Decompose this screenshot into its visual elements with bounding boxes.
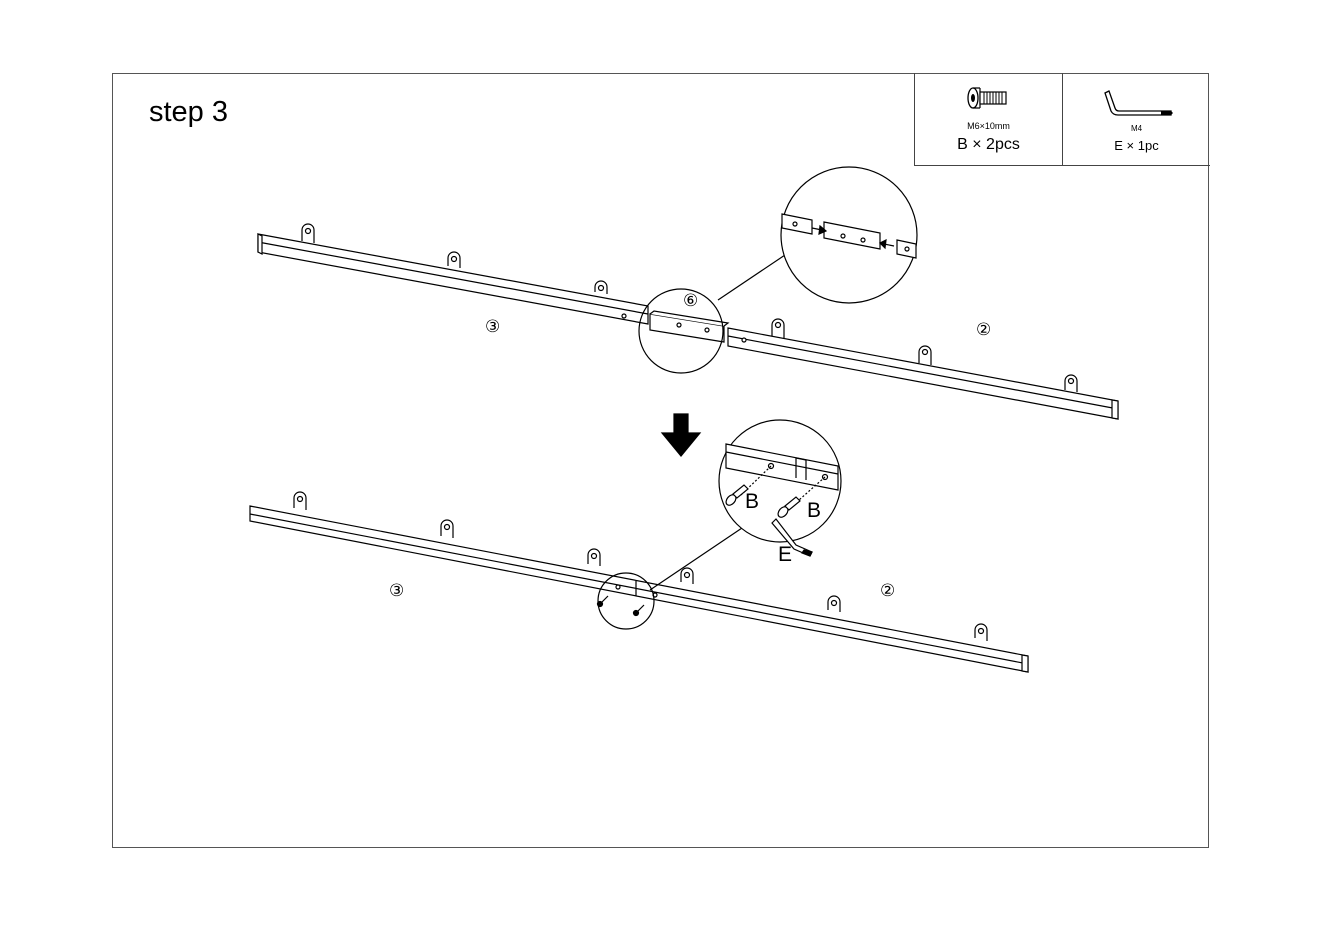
- bolt-b-right-label: B: [807, 500, 821, 521]
- top-beam-2-label: ②: [976, 321, 991, 338]
- top-beam-3: [258, 224, 648, 324]
- bottom-leader-line: [650, 528, 742, 590]
- bottom-zoom-bubble: [719, 420, 841, 556]
- down-arrow-icon: [662, 414, 700, 456]
- bolt-b-left-label: B: [745, 491, 759, 512]
- top-connector-6: [650, 311, 728, 342]
- top-leader-line: [718, 255, 785, 300]
- bottom-beam-3-label: ③: [389, 582, 404, 599]
- top-beam-3-label: ③: [485, 318, 500, 335]
- bottom-beam: [250, 492, 1028, 672]
- bottom-beam-2-label: ②: [880, 582, 895, 599]
- connector-6-label: ⑥: [683, 292, 698, 309]
- bottom-small-bolts: [598, 596, 645, 616]
- top-beam-2: [728, 319, 1118, 419]
- top-zoom-bubble: [781, 167, 917, 303]
- key-e-label: E: [778, 544, 792, 565]
